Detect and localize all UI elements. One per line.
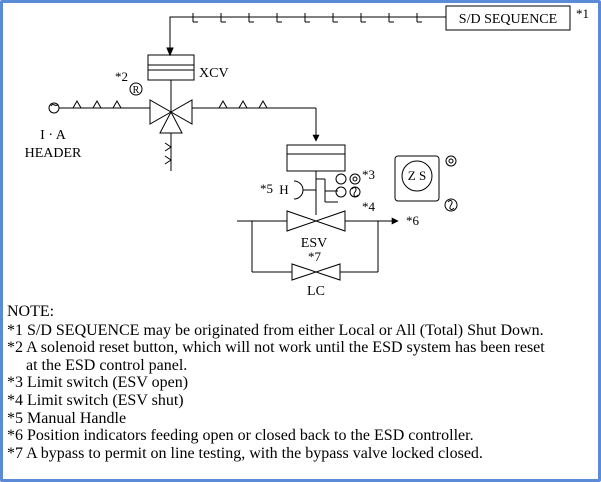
note-7: *7 A bypass to permit on line testing, w… [7, 444, 483, 462]
sd-signal-line [166, 13, 446, 57]
header-label: HEADER [25, 146, 82, 161]
indicator-shut-icon [444, 198, 458, 212]
limit-switch-bracket [316, 178, 338, 203]
esd-valve-diagram: S/D SEQUENCE *1 XCV *2 R I · A HEADER [25, 5, 589, 299]
note-1: *1 S/D SEQUENCE may be originated from e… [7, 321, 544, 339]
sd-sequence-box [445, 5, 571, 31]
note-3: *3 Limit switch (ESV open) [7, 374, 189, 392]
svg-text:R: R [133, 85, 140, 96]
position-indicator-panel [394, 155, 440, 202]
ref-7-label: *7 [308, 249, 322, 264]
svg-text:H: H [279, 182, 288, 197]
note-6: *6 Position indicators feeding open or c… [7, 427, 474, 445]
limit-switch-shut-icon [335, 186, 361, 198]
limit-switch-open-icon [335, 173, 361, 185]
notes-title: NOTE: [7, 303, 55, 320]
manual-handle-icon: H [279, 180, 316, 200]
ia-label: I · A [40, 128, 67, 143]
ref-5-label: *5 [260, 181, 273, 196]
note-2-continuation: at the ESD control panel. [26, 356, 188, 374]
note-4: *4 Limit switch (ESV shut) [7, 391, 184, 409]
main-line [237, 217, 399, 273]
ref-6-label: *6 [406, 213, 420, 228]
xcv-label: XCV [199, 66, 229, 81]
note-2: *2 A solenoid reset button, which will n… [7, 339, 545, 357]
electric-signal-ticks [192, 13, 422, 23]
note-5: *5 Manual Handle [7, 409, 127, 427]
air-supply-line [59, 99, 150, 109]
esv-air-line [192, 99, 320, 142]
xcv-vent [164, 133, 172, 171]
ref-1-label: *1 [576, 6, 589, 21]
ref-2-label: *2 [115, 69, 128, 84]
reset-button-icon: R [129, 82, 143, 96]
ref-4-label: *4 [362, 199, 376, 214]
ref-3-label: *3 [362, 167, 375, 182]
zs-label: Z S [408, 168, 426, 183]
sd-sequence-label: S/D SEQUENCE [459, 12, 557, 27]
ia-header-symbol [48, 102, 60, 114]
esv-label: ESV [301, 236, 327, 251]
bypass-valve [291, 263, 341, 281]
lc-label: LC [307, 284, 325, 299]
xcv-actuator [147, 54, 195, 113]
esv-actuator [286, 144, 346, 215]
indicator-open-icon [445, 155, 457, 167]
notes-section: NOTE: *1 S/D SEQUENCE may be originated … [7, 303, 597, 462]
